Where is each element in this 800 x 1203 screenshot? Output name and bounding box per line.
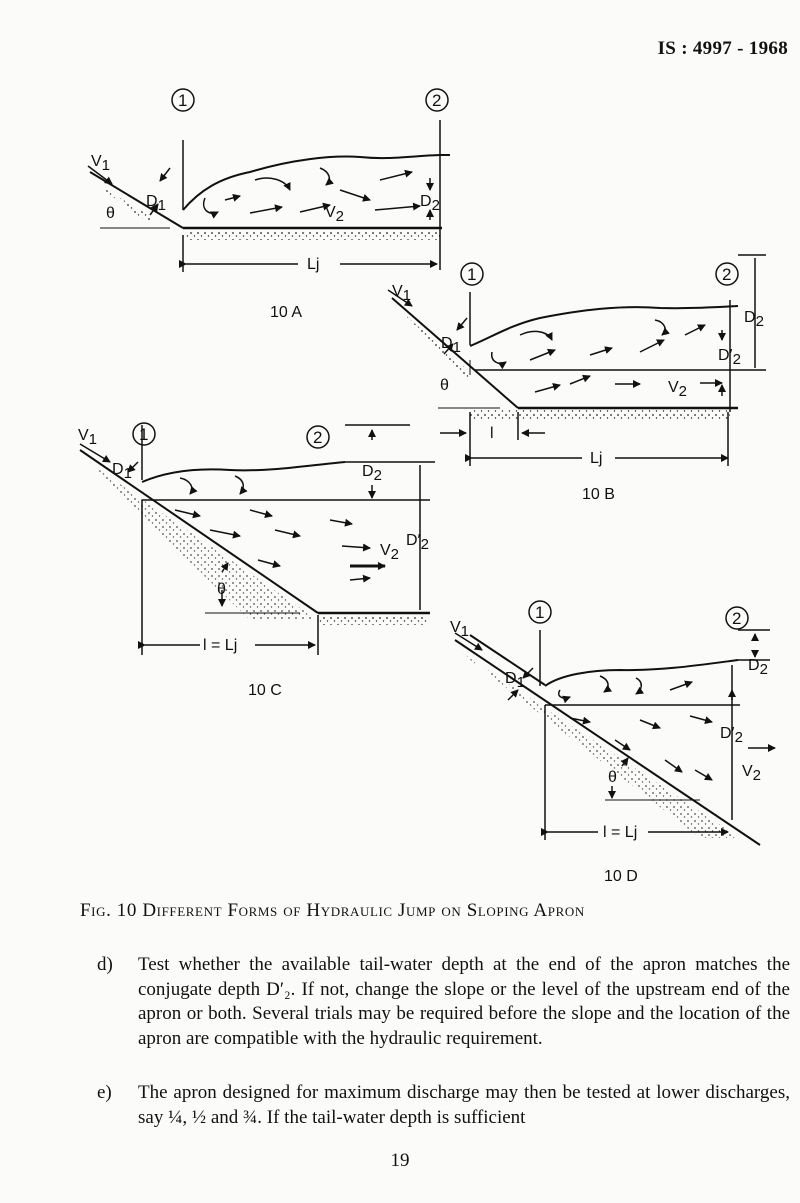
- conjugate-depth-label: D′2: [720, 725, 743, 746]
- standard-number: IS : 4997 - 1968: [657, 38, 788, 59]
- page-number: 19: [390, 1150, 410, 1171]
- depth-label: D1: [441, 335, 461, 356]
- panel-label: 10 D: [604, 868, 638, 885]
- panel-10a: [87, 88, 450, 272]
- velocity-label: V2: [380, 542, 399, 563]
- section-marker-2: 2: [313, 428, 322, 447]
- depth-label: D1: [505, 670, 525, 691]
- section-marker-1: 1: [178, 91, 187, 110]
- hydraulic-jump-figure: 1 2 V1 D1 θ V2 D2 Lj 10 A: [78, 88, 776, 885]
- panel-label: 10 A: [270, 304, 302, 321]
- velocity-label: V2: [668, 379, 687, 400]
- paragraph-text: The apron designed for maximum discharge…: [138, 1082, 790, 1128]
- depth-label: D2: [748, 657, 768, 678]
- paragraph-d: d) Test whether the available tail-water…: [97, 953, 790, 1051]
- section-marker-2: 2: [432, 91, 441, 110]
- velocity-label: V1: [392, 283, 411, 304]
- depth-label: D2: [420, 193, 440, 214]
- slope-angle-label: θ: [217, 581, 226, 598]
- velocity-label: V1: [78, 427, 97, 448]
- paragraph-e: e) The apron designed for maximum discha…: [97, 1081, 790, 1130]
- slope-angle-label: θ: [440, 377, 449, 394]
- velocity-label: V1: [450, 619, 469, 640]
- panel-10b: [387, 254, 766, 466]
- depth-label: D2: [362, 463, 382, 484]
- slope-angle-label: θ: [608, 769, 617, 786]
- panel-label: 10 C: [248, 682, 282, 699]
- depth-label: D1: [112, 461, 132, 482]
- jump-length-label: Lj: [590, 450, 602, 467]
- jump-length-label: Lj: [307, 256, 319, 273]
- jump-length-label: l = Lj: [603, 824, 637, 841]
- slope-angle-label: θ: [106, 205, 115, 222]
- depth-label: D2: [744, 309, 764, 330]
- section-marker-1: 1: [535, 603, 544, 622]
- jump-length-label: l = Lj: [203, 637, 237, 654]
- depth-label: D1: [146, 193, 166, 214]
- section-marker-1: 1: [467, 265, 476, 284]
- figure-caption: Fig. 10 Different Forms of Hydraulic Jum…: [80, 900, 585, 921]
- panel-10d: [454, 600, 776, 846]
- apron-length-label: l: [490, 425, 494, 442]
- section-marker-2: 2: [722, 265, 731, 284]
- list-marker: e): [97, 1082, 112, 1103]
- section-marker-2: 2: [732, 609, 741, 628]
- panel-label: 10 B: [582, 486, 615, 503]
- conjugate-depth-label: D′2: [406, 532, 429, 553]
- velocity-label: V2: [325, 204, 344, 225]
- section-marker-1: 1: [139, 425, 148, 444]
- list-marker: d): [97, 954, 113, 975]
- velocity-label: V1: [91, 153, 110, 174]
- paragraph-text: Test whether the available tail-water de…: [138, 954, 790, 1049]
- velocity-label: V2: [742, 763, 761, 784]
- conjugate-depth-label: D′2: [718, 347, 741, 368]
- panel-10c: [79, 422, 435, 655]
